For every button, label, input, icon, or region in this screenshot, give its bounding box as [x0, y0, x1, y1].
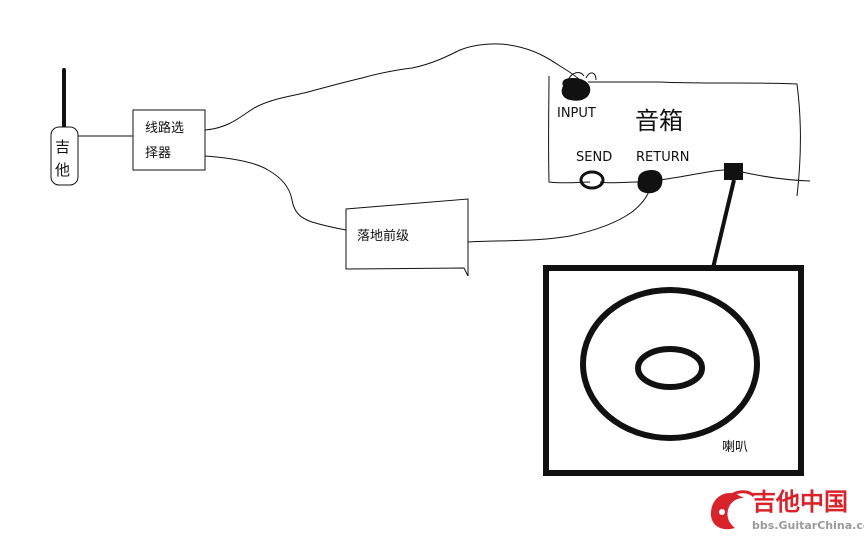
guitar-body — [50, 126, 79, 186]
amp-return-label: RETURN — [636, 150, 690, 165]
speaker-dust-cap — [635, 346, 705, 390]
amp-send-label: SEND — [576, 150, 613, 165]
cable-amp-to-speaker — [711, 179, 736, 269]
watermark-url: bbs.GuitarChina.com — [752, 519, 864, 532]
amp-input-label: INPUT — [557, 106, 596, 121]
watermark-logo-icon — [710, 490, 756, 530]
speaker-cone-outer — [580, 287, 760, 441]
preamp-label: 落地前级 — [357, 229, 410, 244]
amp-speaker-jack — [724, 163, 743, 180]
amp-body — [548, 75, 811, 197]
cable-selector-to-amp-input — [204, 43, 583, 131]
amp-title: 音箱 — [635, 107, 683, 135]
amp-return-jack — [637, 170, 663, 194]
cable-preamp-to-return — [467, 187, 651, 243]
guitar-label-char-1: 吉 — [55, 138, 71, 156]
line-selector-box — [132, 109, 206, 171]
cable-selector-to-preamp — [204, 155, 347, 231]
line-selector-label-1: 线路选 — [145, 121, 185, 136]
preamp-box — [345, 198, 469, 277]
watermark-brand: 吉他中国 — [752, 488, 848, 516]
line-selector-label-2: 择器 — [145, 146, 172, 161]
amp-input-jack — [561, 78, 591, 101]
input-jack-wisps — [567, 72, 597, 81]
guitar-label-char-2: 他 — [55, 161, 71, 179]
amp-send-jack — [579, 170, 605, 190]
speaker-label: 喇叭 — [722, 440, 749, 455]
